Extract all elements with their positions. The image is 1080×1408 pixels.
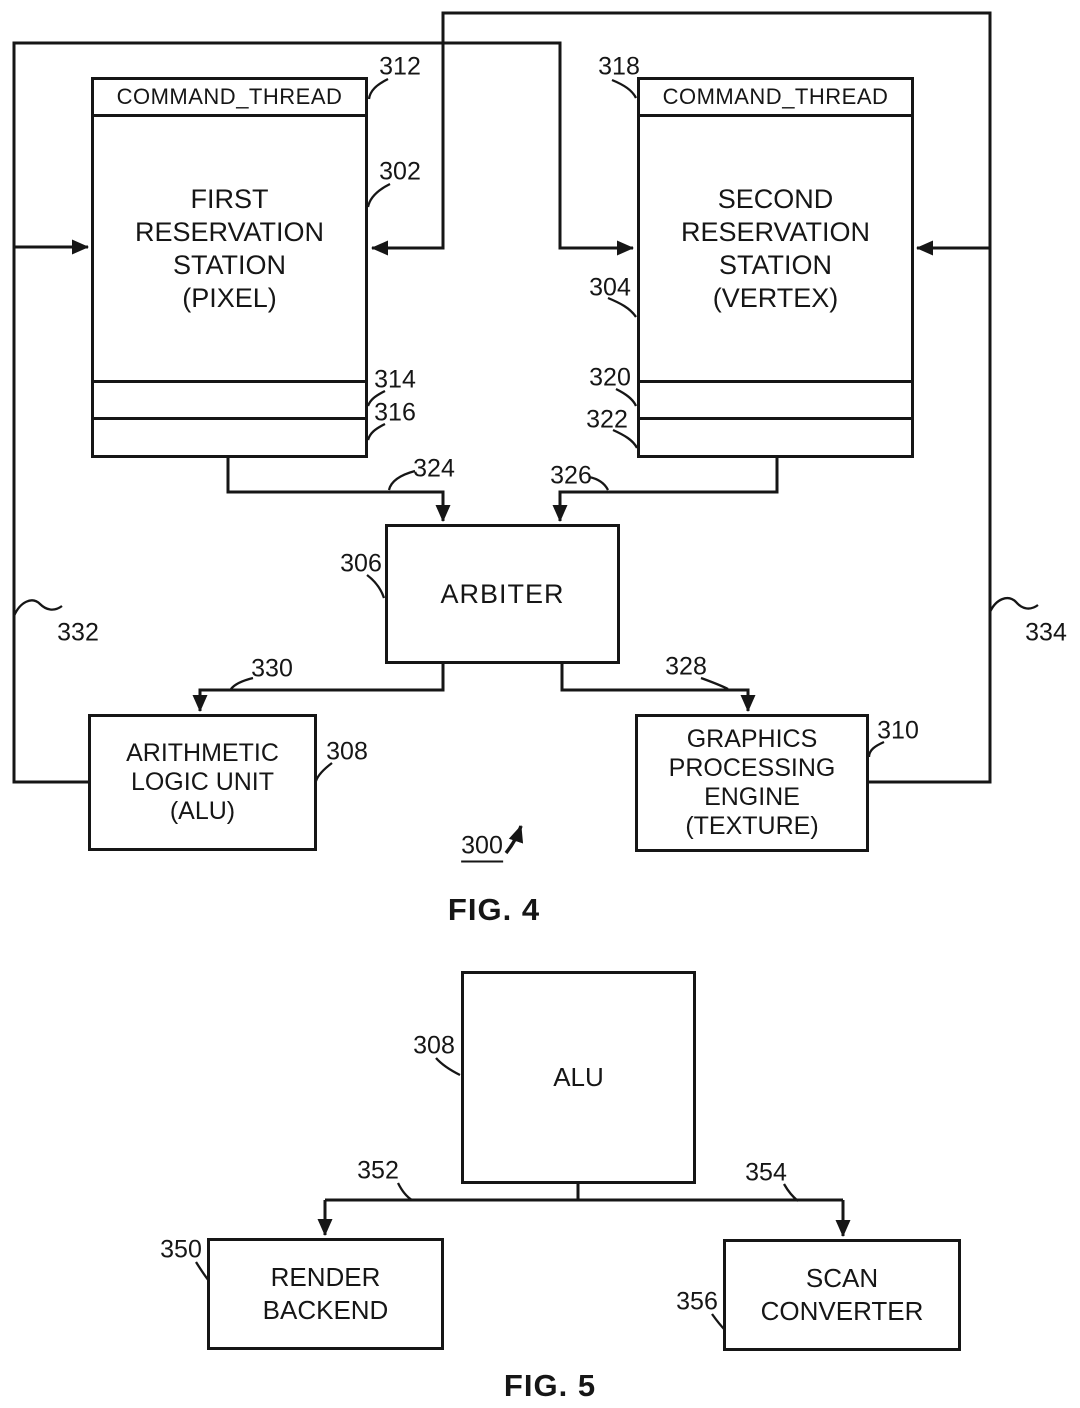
wire-first-rs-to-arbiter: [226, 458, 451, 522]
ref-300-number: 300: [461, 831, 503, 863]
squiggle-334: [988, 597, 1039, 613]
ref-330: 330: [251, 654, 293, 683]
ref-324: 324: [413, 454, 455, 483]
title-line: LOGIC UNIT: [130, 768, 275, 796]
title-line: RESERVATION: [680, 216, 871, 247]
first-reservation-station-title: FIRST RESERVATION STATION (PIXEL): [94, 117, 365, 380]
title-line: (PIXEL): [182, 282, 277, 313]
ref-316: 316: [374, 398, 416, 427]
arbiter-box: ARBITER: [385, 524, 620, 664]
command-thread-header-left: COMMAND_THREAD: [94, 80, 365, 117]
ref-332: 332: [57, 618, 99, 647]
title-line: CONVERTER: [760, 1296, 924, 1326]
leader-318: [611, 78, 638, 99]
title-line: FIRST: [190, 183, 269, 214]
title-line: GRAPHICS: [686, 725, 818, 753]
arbiter-label: ARBITER: [440, 578, 565, 609]
render-backend-title: RENDER BACKEND: [263, 1241, 389, 1347]
ref-312: 312: [379, 52, 421, 81]
scan-converter-box: SCAN CONVERTER: [723, 1239, 961, 1351]
title-line: RENDER: [270, 1262, 381, 1292]
ref-356: 356: [676, 1287, 718, 1316]
render-backend-box: RENDER BACKEND: [207, 1238, 444, 1350]
title-line: (TEXTURE): [685, 812, 819, 840]
title-line: ARITHMETIC: [126, 739, 279, 767]
command-thread-label: COMMAND_THREAD: [662, 84, 889, 109]
title-line: PROCESSING: [668, 754, 836, 782]
fig4-caption: FIG. 4: [447, 892, 541, 927]
command-thread-label: COMMAND_THREAD: [116, 84, 343, 109]
queue-slot-row-314: [94, 380, 365, 417]
queue-slot-row-322: [640, 417, 911, 455]
command-thread-header-right: COMMAND_THREAD: [640, 80, 911, 117]
arithmetic-logic-unit-box: ARITHMETIC LOGIC UNIT (ALU): [88, 714, 317, 851]
gpe-title: GRAPHICS PROCESSING ENGINE (TEXTURE): [669, 717, 836, 849]
first-reservation-station-box: COMMAND_THREAD FIRST RESERVATION STATION…: [91, 77, 368, 458]
second-reservation-station-box: COMMAND_THREAD SECOND RESERVATION STATIO…: [637, 77, 914, 458]
squiggle-332: [12, 599, 63, 617]
scan-converter-title: SCAN CONVERTER: [761, 1242, 924, 1348]
title-line: SECOND: [717, 183, 834, 214]
ref-300-arrow: [504, 825, 524, 855]
ref-334: 334: [1025, 618, 1067, 647]
alu-box-fig5: ALU: [461, 971, 696, 1184]
ref-300: 300: [461, 831, 503, 863]
second-reservation-station-title: SECOND RESERVATION STATION (VERTEX): [640, 117, 911, 380]
ref-328: 328: [665, 652, 707, 681]
leader-308-fig5: [435, 1057, 461, 1077]
title-line: BACKEND: [262, 1295, 389, 1325]
ref-304: 304: [589, 273, 631, 302]
alu-title: ARITHMETIC LOGIC UNIT (ALU): [126, 717, 279, 848]
ref-350: 350: [160, 1235, 202, 1264]
leader-324: [387, 469, 416, 491]
ref-354: 354: [745, 1158, 787, 1187]
ref-322: 322: [586, 405, 628, 434]
ref-318: 318: [598, 52, 640, 81]
alu-label: ALU: [553, 1062, 604, 1092]
ref-314: 314: [374, 365, 416, 394]
ref-302: 302: [379, 157, 421, 186]
leader-330: [230, 676, 254, 690]
title-line: STATION: [173, 249, 286, 280]
queue-slot-row-320: [640, 380, 911, 417]
graphics-processing-engine-box: GRAPHICS PROCESSING ENGINE (TEXTURE): [635, 714, 869, 852]
title-line: SCAN: [805, 1263, 879, 1293]
leader-302: [366, 182, 391, 208]
ref-326: 326: [550, 461, 592, 490]
queue-slot-row-316: [94, 417, 365, 455]
leader-352: [396, 1182, 413, 1201]
ref-308-fig4: 308: [326, 737, 368, 766]
ref-308-fig5: 308: [413, 1031, 455, 1060]
ref-310: 310: [877, 716, 919, 745]
title-line: STATION: [719, 249, 832, 280]
title-line: (ALU): [169, 797, 236, 825]
wire-second-rs-to-arbiter: [552, 458, 779, 522]
title-line: ENGINE: [704, 783, 800, 811]
ref-306: 306: [340, 549, 382, 578]
title-line: (VERTEX): [712, 282, 839, 313]
fig5-caption: FIG. 5: [503, 1368, 597, 1403]
ref-352: 352: [357, 1156, 399, 1185]
wire-arbiter-to-alu: [192, 664, 445, 712]
ref-320: 320: [589, 363, 631, 392]
title-line: RESERVATION: [134, 216, 325, 247]
wire-arbiter-to-gpe: [560, 664, 756, 712]
leader-312: [367, 77, 389, 100]
